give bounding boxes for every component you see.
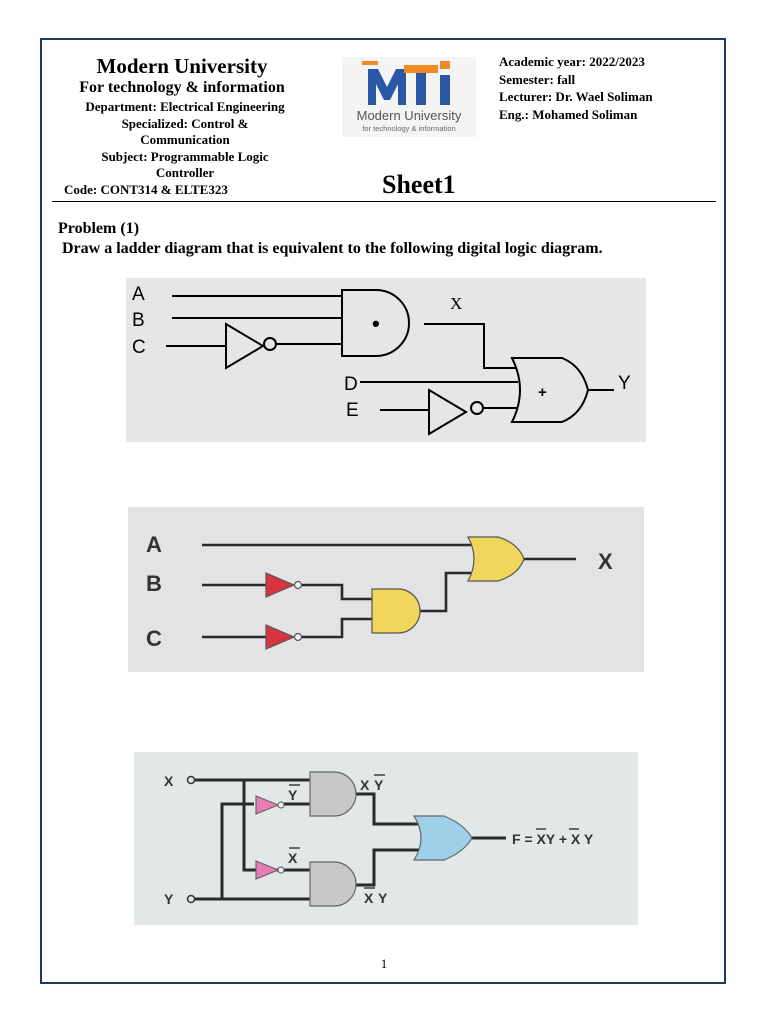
input-e-label: E: [346, 400, 359, 421]
not-gate-y: [255, 795, 280, 815]
semester: Semester: fall: [499, 71, 576, 87]
input-x-label: X: [164, 773, 174, 789]
input-d-label: D: [344, 374, 358, 395]
term2-y-label: Y: [378, 890, 388, 906]
input-c-label: C: [132, 337, 146, 358]
course-info: Department: Electrical Engineering Speci…: [60, 99, 310, 182]
academic-year: Academic year: 2022/2023: [499, 54, 645, 69]
problem-title: Problem (1): [58, 220, 140, 237]
not-gate-c: [225, 322, 265, 370]
and-gate-bc: [371, 588, 421, 634]
lecturer: Lecturer: Dr. Wael Soliman: [499, 89, 653, 104]
and-gate-1: [341, 289, 410, 357]
subject-line-1: Subject: Programmable Logic: [101, 148, 269, 164]
output-x-label: X: [598, 549, 613, 574]
course-meta: Academic year: 2022/2023 Semester: fall …: [499, 53, 653, 123]
output-y-label: Y: [618, 373, 631, 394]
not-gate-c: [265, 624, 296, 650]
intermediate-x-label: X: [450, 294, 462, 313]
not-y-label: Y: [288, 787, 298, 803]
output-expression: F = XY + X Y: [512, 831, 594, 847]
input-a-label: A: [146, 532, 162, 557]
input-a-label: A: [132, 284, 145, 305]
logic-diagram-3: X Y Y X X Y X Y F = XY + X Y: [134, 752, 638, 925]
logic-diagram-2: A B C X: [128, 507, 644, 672]
input-y-label: Y: [164, 891, 174, 907]
university-tagline: For technology & information: [79, 79, 285, 96]
or-gate-1: [510, 357, 590, 423]
and-gate-1: [309, 771, 357, 817]
or-gate-x: [466, 536, 525, 582]
sheet-title: Sheet1: [382, 170, 456, 199]
not-gate-x: [255, 860, 280, 880]
university-name: Modern University: [96, 54, 268, 78]
subject-line-2: Controller: [155, 165, 215, 180]
or-symbol: +: [538, 384, 547, 401]
term2-x-label: X: [364, 890, 374, 906]
logo-text-sub: for technology & information: [362, 124, 455, 133]
input-b-label: B: [146, 571, 162, 596]
logo-text-main: Modern University: [357, 108, 462, 123]
not-gate-e: [428, 388, 468, 436]
input-c-label: C: [146, 626, 162, 651]
course-code: Code: CONT314 & ELTE323: [64, 182, 228, 197]
not-x-label: X: [288, 850, 298, 866]
and-symbol: •: [372, 311, 380, 336]
specialized-line-2: Communication: [140, 132, 230, 147]
input-b-label: B: [132, 310, 145, 331]
logic-diagram-1: A B C D E Y X • +: [126, 278, 646, 442]
engineer: Eng.: Mohamed Soliman: [499, 106, 638, 122]
problem-instruction: Draw a ladder diagram that is equivalent…: [62, 240, 603, 257]
or-gate-f: [412, 815, 473, 861]
term1-y-label: Y: [374, 777, 384, 793]
header-divider: [52, 201, 716, 202]
page-border: [40, 38, 726, 984]
specialized-line-1: Specialized: Control &: [121, 115, 249, 131]
term1-x-label: X: [360, 777, 370, 793]
not-gate-b: [265, 572, 296, 598]
department: Department: Electrical Engineering: [85, 99, 285, 114]
page-number: 1: [380, 956, 388, 971]
mti-logo: Modern University for technology & infor…: [342, 57, 476, 137]
and-gate-2: [309, 861, 357, 907]
